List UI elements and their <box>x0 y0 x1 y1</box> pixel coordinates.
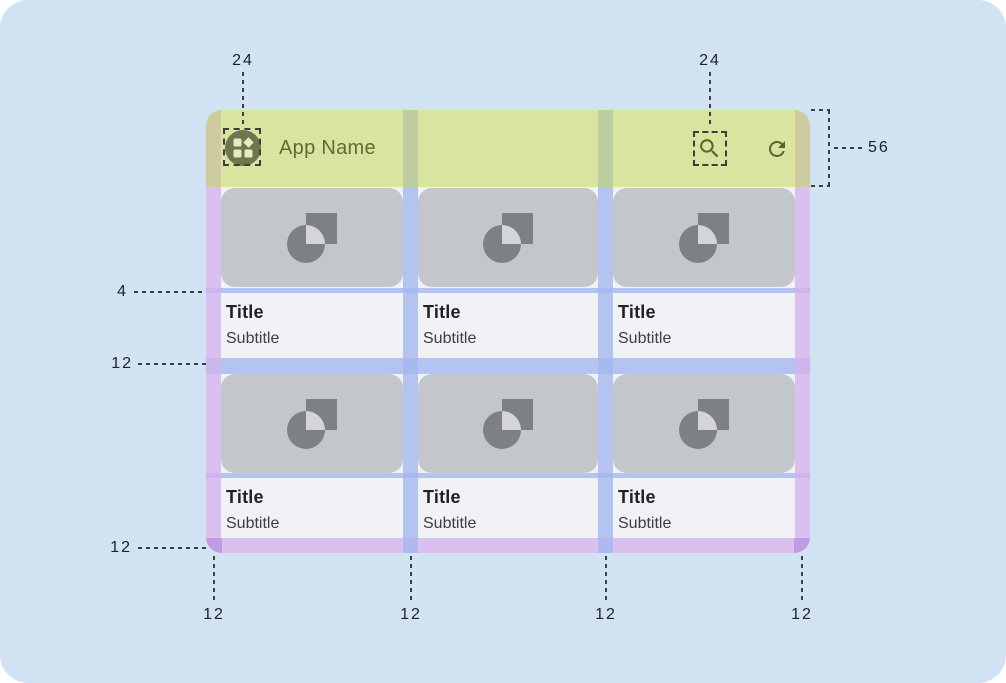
icon-measure-box <box>693 131 727 166</box>
card-title: Title <box>618 302 656 322</box>
measure-label-appbar-height: 56 <box>868 139 890 156</box>
top-app-bar: App Name <box>206 110 810 187</box>
measure-tick <box>811 109 830 111</box>
measure-line <box>709 72 711 127</box>
card-image-placeholder <box>418 188 598 287</box>
measure-line <box>213 556 215 600</box>
search-icon <box>700 139 719 158</box>
image-placeholder-icon <box>483 398 533 449</box>
measure-line <box>834 147 862 149</box>
card-subtitle: Subtitle <box>423 515 477 532</box>
measure-tick <box>811 185 830 187</box>
row-gap-overlay <box>206 358 810 374</box>
card-title: Title <box>423 487 461 507</box>
card-image-placeholder <box>613 188 795 287</box>
card-subtitle: Subtitle <box>618 330 672 347</box>
card-text-block: Title Subtitle <box>418 293 598 358</box>
image-text-gap-overlay <box>206 473 810 478</box>
card-text-block: Title Subtitle <box>221 293 403 358</box>
measure-label-row-gap: 12 <box>111 355 133 372</box>
icon-measure-box <box>223 128 261 166</box>
refresh-button[interactable] <box>765 137 789 166</box>
card-image-placeholder <box>221 188 403 287</box>
measure-label-image-text-gap: 4 <box>117 283 128 300</box>
measure-line <box>134 291 206 293</box>
measure-line <box>242 72 244 126</box>
measure-label-bottom-margin: 12 <box>110 539 132 556</box>
card-title: Title <box>226 487 264 507</box>
image-placeholder-icon <box>287 212 337 263</box>
measure-label-margin: 12 <box>791 606 813 623</box>
bottom-margin-overlay <box>206 538 810 553</box>
measure-line <box>138 547 206 549</box>
image-placeholder-icon <box>679 212 729 263</box>
measure-line <box>138 363 206 365</box>
card-title: Title <box>618 487 656 507</box>
card-title: Title <box>226 302 264 322</box>
measure-label-margin: 12 <box>203 606 225 623</box>
card-subtitle: Subtitle <box>423 330 477 347</box>
app-layout-mockup: Title Subtitle Title Subtitle <box>206 110 810 553</box>
measure-line <box>410 556 412 600</box>
gutter-overlay <box>598 110 613 553</box>
card-text-block: Title Subtitle <box>613 293 795 358</box>
card-text-block: Title Subtitle <box>613 478 795 538</box>
measure-line <box>605 556 607 600</box>
measure-label-gutter: 12 <box>595 606 617 623</box>
card-image-placeholder <box>221 374 403 473</box>
card-image-placeholder <box>613 374 795 473</box>
gutter-overlay <box>403 110 418 553</box>
right-margin-overlay <box>795 110 810 553</box>
image-placeholder-icon <box>287 398 337 449</box>
image-placeholder-icon <box>483 212 533 263</box>
measure-label-gutter: 12 <box>400 606 422 623</box>
app-grid-icon <box>225 130 261 166</box>
left-margin-overlay <box>206 110 221 553</box>
image-placeholder-icon <box>679 398 729 449</box>
image-text-gap-overlay <box>206 288 810 293</box>
app-name-title: App Name <box>279 137 376 159</box>
card-text-block: Title Subtitle <box>221 478 403 538</box>
card-text-block: Title Subtitle <box>418 478 598 538</box>
card-subtitle: Subtitle <box>226 330 280 347</box>
card-subtitle: Subtitle <box>618 515 672 532</box>
measure-bracket <box>828 110 830 186</box>
card-title: Title <box>423 302 461 322</box>
measure-line <box>801 556 803 600</box>
refresh-icon <box>769 141 785 157</box>
search-button[interactable] <box>697 136 722 166</box>
app-icon-button[interactable] <box>225 130 261 166</box>
measure-label-app-icon: 24 <box>232 52 254 69</box>
card-subtitle: Subtitle <box>226 515 280 532</box>
measure-label-search-icon: 24 <box>699 52 721 69</box>
card-image-placeholder <box>418 374 598 473</box>
